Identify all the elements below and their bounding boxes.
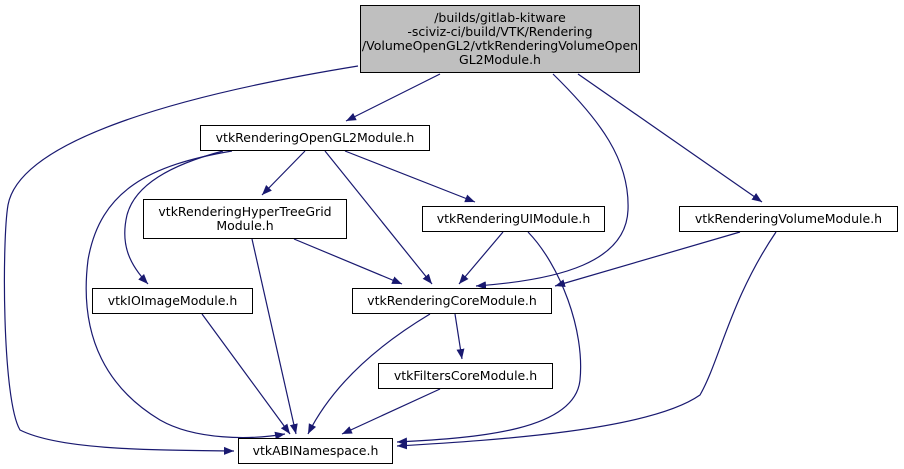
edge-volume-to-core <box>554 231 741 288</box>
edge-ioimage-to-abi <box>201 313 291 435</box>
node-label: vtkRenderingCoreModule.h <box>367 293 537 308</box>
node-label: vtkRenderingUIModule.h <box>436 211 591 226</box>
node-label: vtkFiltersCoreModule.h <box>393 368 538 383</box>
node-filterscore[interactable]: vtkFiltersCoreModule.h <box>378 363 553 389</box>
node-hypertree[interactable]: vtkRenderingHyperTreeGrid Module.h <box>143 199 347 239</box>
node-label: vtkRenderingVolumeModule.h <box>694 211 883 226</box>
edge-root-to-volume <box>577 73 763 203</box>
edge-opengl2-to-ui <box>344 150 476 203</box>
edge-ui-to-core <box>458 231 504 285</box>
edge-core-to-abi <box>307 313 431 435</box>
node-ioimage[interactable]: vtkIOImageModule.h <box>92 288 253 314</box>
edge-filterscore-to-abi <box>341 388 441 435</box>
node-label: vtkIOImageModule.h <box>107 293 238 308</box>
node-label: vtkABINamespace.h <box>252 443 379 458</box>
node-core[interactable]: vtkRenderingCoreModule.h <box>352 288 552 314</box>
node-abi[interactable]: vtkABINamespace.h <box>238 438 393 464</box>
node-label: /builds/gitlab-kitware -sciviz-ci/build/… <box>361 10 639 67</box>
edge-hypertree-to-abi <box>251 238 298 435</box>
edge-volume-to-abi <box>396 231 777 450</box>
edge-opengl2-to-hypertree <box>261 150 306 196</box>
edge-root-to-abi <box>3 65 359 455</box>
edge-opengl2-to-abi <box>85 150 286 440</box>
edge-ui-to-abi <box>396 231 582 446</box>
edge-core-to-filterscore <box>454 313 465 360</box>
edge-root-to-core <box>475 73 629 290</box>
node-opengl2[interactable]: vtkRenderingOpenGL2Module.h <box>200 125 430 151</box>
edge-opengl2-to-ioimage <box>124 150 224 285</box>
node-label: vtkRenderingHyperTreeGrid Module.h <box>158 204 332 233</box>
node-label: vtkRenderingOpenGL2Module.h <box>215 130 415 145</box>
edge-opengl2-to-core <box>324 150 433 285</box>
node-volume[interactable]: vtkRenderingVolumeModule.h <box>679 206 898 232</box>
node-ui[interactable]: vtkRenderingUIModule.h <box>422 206 605 232</box>
edge-hypertree-to-core <box>293 238 403 285</box>
node-root[interactable]: /builds/gitlab-kitware -sciviz-ci/build/… <box>360 5 640 73</box>
edge-root-to-opengl2 <box>345 73 441 122</box>
